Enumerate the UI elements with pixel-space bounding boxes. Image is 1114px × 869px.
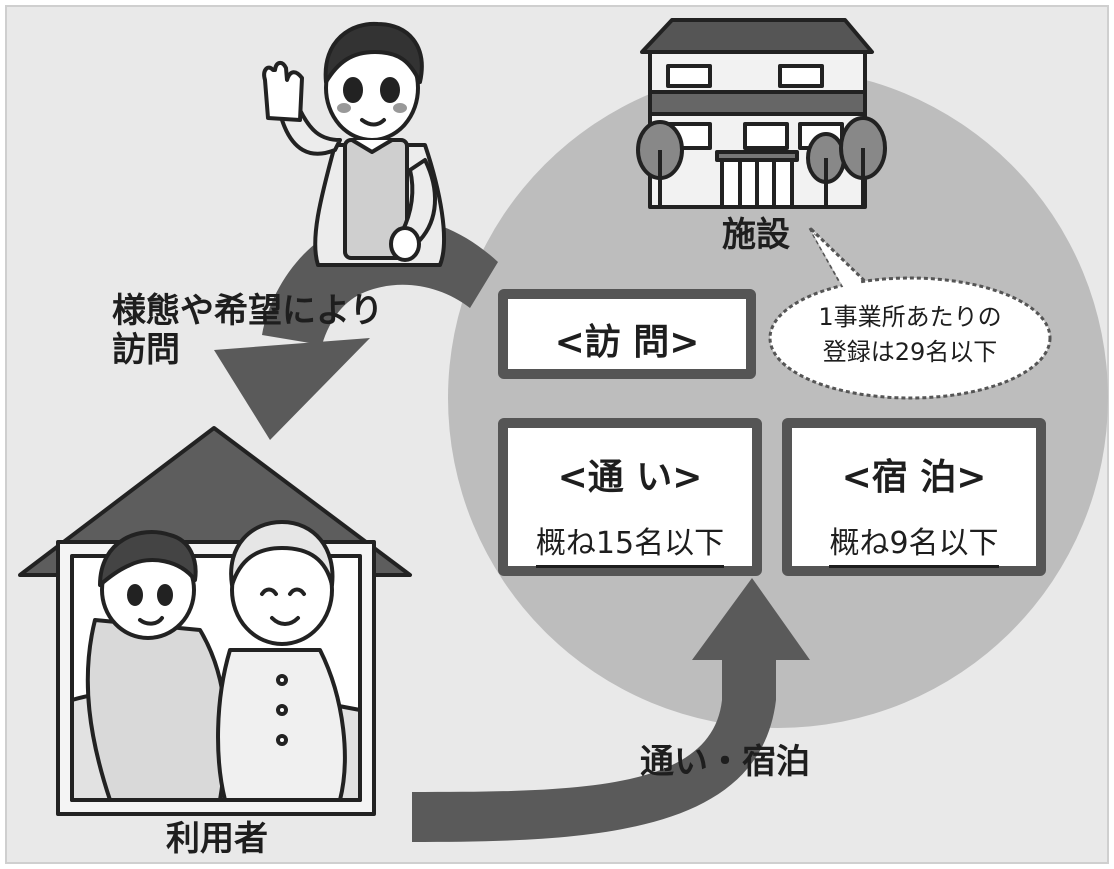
user-label: 利用者 xyxy=(166,819,268,859)
visit-arrow-label: 様態や希望により 訪問 xyxy=(112,291,384,371)
visit-service-box: <訪 問> xyxy=(498,289,756,379)
stay-capacity: 概ね9名以下 xyxy=(829,518,999,568)
commute-arrow-label: 通い・宿泊 xyxy=(640,742,810,782)
commute-service-title: <通 い> xyxy=(557,457,703,498)
house-with-caregiver-and-elderly-illustration xyxy=(18,426,412,816)
stay-service-box: <宿 泊> 概ね9名以下 xyxy=(782,418,1046,576)
waving-caregiver-illustration xyxy=(262,21,446,267)
callout-line-1: 1事業所あたりの xyxy=(818,303,1002,331)
commute-arrow xyxy=(412,578,810,842)
commute-service-box: <通 い> 概ね15名以下 xyxy=(498,418,762,576)
registration-callout: 1事業所あたりの 登録は29名以下 xyxy=(800,300,1020,370)
commute-capacity: 概ね15名以下 xyxy=(535,518,725,568)
facility-label: 施設 xyxy=(722,215,790,255)
callout-bubble xyxy=(768,226,1052,400)
stay-service-title: <宿 泊> xyxy=(841,457,987,498)
visit-service-title: <訪 問> xyxy=(554,322,700,363)
callout-line-2: 登録は29名以下 xyxy=(822,337,998,366)
facility-building-illustration xyxy=(636,18,887,209)
